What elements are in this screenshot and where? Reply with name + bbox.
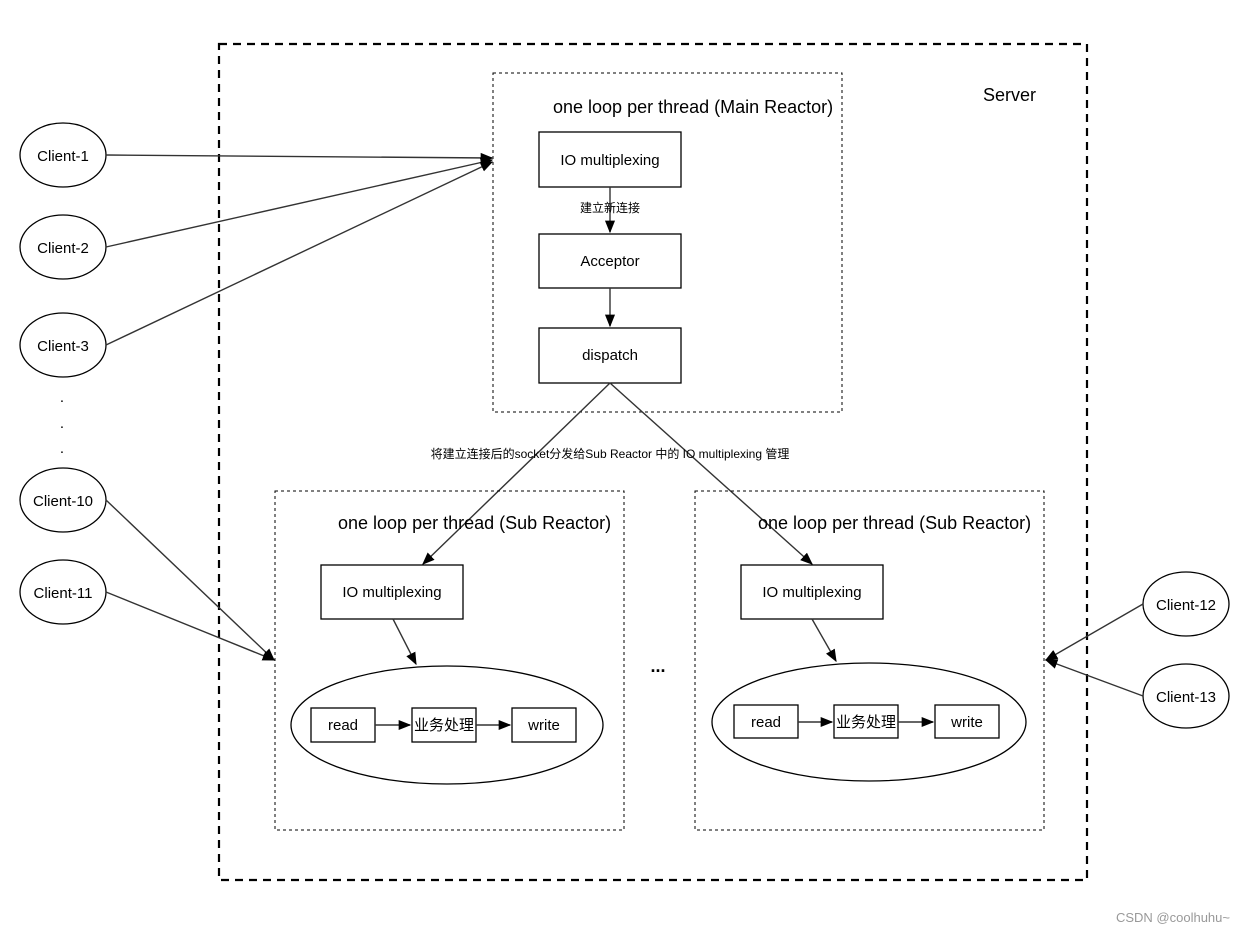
sub-reactor-1-io-box	[320, 564, 464, 620]
main-reactor-title: one loop per thread (Main Reactor)	[553, 97, 833, 117]
sub-reactor-2-io-label: IO multiplexing	[762, 584, 861, 601]
client-13-to-sub2-arrow	[1044, 659, 1144, 697]
server-boundary	[217, 42, 1089, 882]
watermark-text: CSDN @coolhuhu~	[1115, 910, 1230, 925]
client-12-to-sub2-arrow	[1044, 603, 1144, 661]
client-13-label: Client-13	[1156, 689, 1216, 706]
sub-reactor-2-read-box	[733, 704, 799, 739]
client-1-label: Client-1	[37, 148, 89, 165]
sub-reactor-1-write-box	[511, 707, 577, 743]
dispatch-label: dispatch	[582, 347, 638, 364]
new-connection-label: 建立新连接	[580, 200, 640, 215]
sub-reactor-2-io-box	[740, 564, 884, 620]
acceptor-label: Acceptor	[580, 253, 639, 270]
client-10-to-sub1-arrow	[105, 499, 275, 661]
client-3-to-main-arrow	[105, 161, 494, 346]
sub-reactor-2-read-label: read	[751, 714, 781, 731]
sub-reactor-2-io-to-loop-arrow	[811, 618, 837, 663]
sub-reactor-2-title: one loop per thread (Sub Reactor)	[758, 513, 1031, 533]
sub-reactor-1-io-to-loop-arrow	[392, 618, 417, 666]
sub-reactor-2-write-label: write	[950, 714, 983, 731]
server-label: Server	[983, 85, 1036, 105]
client-1-to-main-arrow	[105, 152, 494, 163]
sub-reactor-2-process-label: 业务处理	[836, 714, 896, 731]
main-io-multiplexing-box	[538, 131, 682, 188]
sub-reactor-ellipsis: ...	[650, 656, 665, 676]
sub-reactor-1-process-label: 业务处理	[414, 717, 474, 734]
dispatch-to-sub1-arrow	[422, 382, 611, 565]
client-2-label: Client-2	[37, 240, 89, 257]
sub-reactor-2-write-box	[934, 704, 1000, 739]
sub-reactor-2-container	[694, 490, 1045, 831]
vertical-dot-2: .	[60, 415, 64, 432]
vertical-dot-3: .	[60, 440, 64, 457]
dispatch-note: 将建立连接后的socket分发给Sub Reactor 中的 IO multip…	[431, 446, 790, 461]
dispatch-to-sub2-arrow	[609, 382, 813, 565]
client-2-to-main-arrow	[105, 157, 494, 248]
sub-reactor-1-container	[274, 490, 625, 831]
sub-reactor-1-write-label: write	[527, 717, 560, 734]
client-12-label: Client-12	[1156, 597, 1216, 614]
vertical-dot-1: .	[60, 389, 64, 406]
client-3-label: Client-3	[37, 338, 89, 355]
sub-reactor-1-read-label: read	[328, 717, 358, 734]
main-reactor-container	[492, 72, 843, 413]
sub-reactor-1-title: one loop per thread (Sub Reactor)	[338, 513, 611, 533]
sub-reactor-1-read-box	[310, 707, 376, 743]
client-11-label: Client-11	[34, 585, 93, 602]
client-10-label: Client-10	[33, 493, 93, 510]
main-io-multiplexing-label: IO multiplexing	[560, 152, 659, 169]
client-11-to-sub1-arrow	[105, 591, 276, 661]
sub-reactor-1-process-box	[411, 707, 477, 743]
sub-reactor-1-io-label: IO multiplexing	[342, 584, 441, 601]
sub-reactor-2-process-box	[833, 704, 899, 739]
